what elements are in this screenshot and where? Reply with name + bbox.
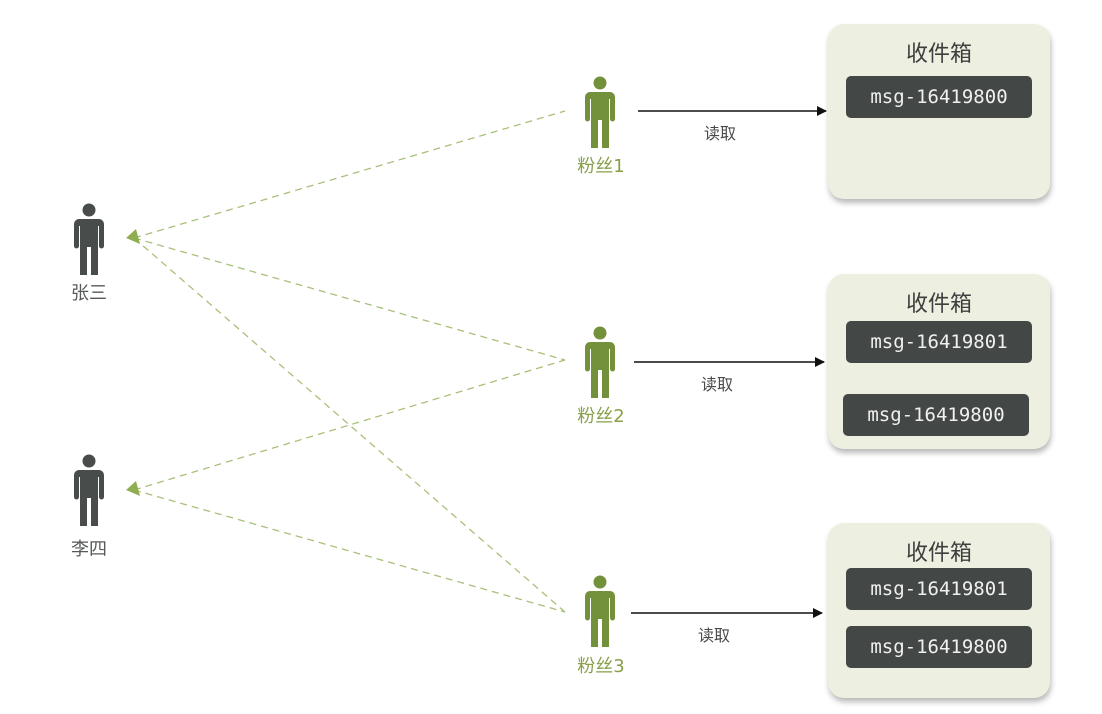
user-lisi-icon (74, 454, 104, 526)
user-label-zhangsan: 张三 (71, 283, 107, 304)
fan-label-3: 粉丝3 (577, 656, 625, 677)
fan3-icon (585, 575, 615, 647)
dashed-connections (133, 110, 566, 613)
line-zhangsan-fan3 (133, 237, 566, 613)
line-lisi-fan3 (133, 489, 566, 613)
message-item: msg-16419801 (846, 568, 1032, 610)
message-item: msg-16419800 (846, 626, 1032, 668)
inbox-title: 收件箱 (905, 42, 972, 67)
user-zhangsan-icon (74, 203, 104, 275)
fan-label-1: 粉丝1 (577, 156, 625, 177)
inbox-title: 收件箱 (905, 292, 972, 317)
arrowhead-zhangsan-icon (126, 229, 140, 244)
line-zhangsan-fan2 (133, 237, 566, 361)
arrowhead-lisi-icon (126, 481, 140, 496)
inbox-fan1: 收件箱 msg-16419800 (828, 24, 1050, 199)
message-item: msg-16419800 (846, 76, 1032, 118)
fan-label-2: 粉丝2 (577, 406, 625, 427)
read-label-3: 读取 (697, 626, 731, 645)
inbox-fan3: 收件箱 msg-16419801 msg-16419800 (828, 523, 1050, 698)
read-arrows (631, 106, 827, 618)
line-lisi-fan2 (133, 359, 566, 491)
message-item: msg-16419800 (843, 394, 1029, 436)
line-zhangsan-fan1 (133, 110, 566, 239)
message-item: msg-16419801 (846, 321, 1032, 363)
user-label-lisi: 李四 (71, 539, 107, 560)
read-label-1: 读取 (703, 124, 737, 143)
read-label-2: 读取 (700, 375, 734, 394)
fan1-icon (585, 76, 615, 148)
fan2-icon (585, 326, 615, 398)
inbox-fan2: 收件箱 msg-16419801 msg-16419800 (828, 274, 1050, 449)
inbox-title: 收件箱 (905, 541, 972, 566)
